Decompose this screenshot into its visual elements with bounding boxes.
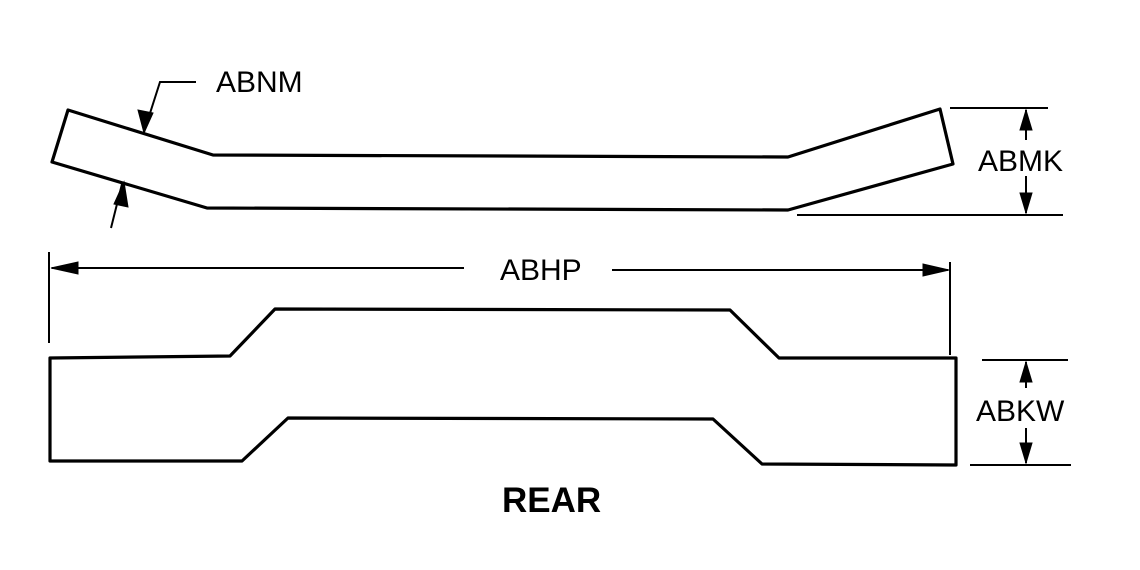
width-top-arrowhead <box>1019 360 1033 383</box>
side-view-outline <box>50 107 955 212</box>
height-label: ABMK <box>978 145 1063 178</box>
width-dimension: ABKW <box>970 359 1071 466</box>
top-view-outline <box>48 307 958 467</box>
length-dimension: ABHP <box>48 252 951 355</box>
height-top-arrowhead <box>1019 108 1033 131</box>
height-bottom-arrowhead <box>1019 192 1033 215</box>
length-right-arrowhead <box>922 263 950 277</box>
width-label: ABKW <box>976 395 1065 428</box>
thickness-label: ABNM <box>216 66 303 99</box>
height-dimension: ABMK <box>797 107 1063 216</box>
length-label: ABHP <box>500 254 582 287</box>
thickness-top-arrowhead <box>137 109 154 135</box>
length-left-arrowhead <box>50 261 79 275</box>
thickness-leader-line <box>143 81 196 133</box>
thickness-bottom-arrowhead <box>113 180 129 208</box>
view-caption: REAR <box>502 481 601 520</box>
thickness-dimension: ABNM <box>110 66 303 229</box>
width-bottom-arrowhead <box>1019 442 1033 465</box>
